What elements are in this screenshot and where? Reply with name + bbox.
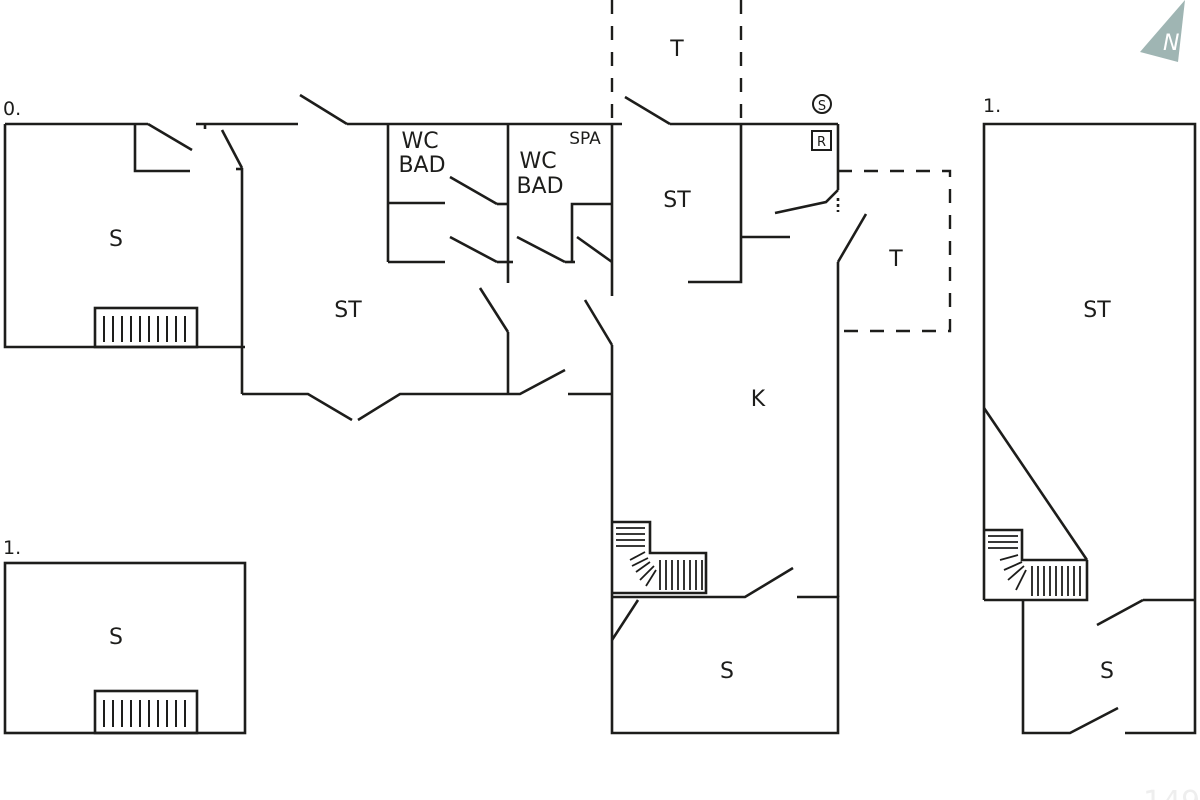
upper-floor-left-walls [3, 561, 247, 735]
room-label: S [109, 625, 123, 650]
watermark: 149 [1143, 785, 1200, 800]
room-label: ST [663, 188, 691, 213]
radiator-icon [93, 689, 199, 735]
room-label: SPA [569, 129, 601, 149]
upper-floor-right-walls [982, 122, 1197, 735]
room-label: ST [334, 298, 362, 323]
r-symbol-label: R [817, 135, 826, 150]
room-label: WC [401, 129, 438, 154]
floor-label-ground: 0. [3, 98, 21, 120]
ground-floor-walls [3, 0, 952, 735]
room-label: S [109, 227, 123, 252]
r-box-icon [811, 130, 832, 151]
staircase-icon [612, 520, 708, 595]
room-label: BAD [398, 153, 445, 178]
staircase-icon [984, 528, 1087, 596]
floor-label-upper-right: 1. [983, 95, 1001, 117]
room-label: S [720, 659, 734, 684]
floor-label-upper-left: 1. [3, 537, 21, 559]
s-symbol-label: S [818, 99, 826, 114]
room-label: K [751, 387, 766, 412]
room-label: S [1100, 659, 1114, 684]
room-label: BAD [516, 174, 563, 199]
s-circle-icon [812, 94, 832, 114]
room-label: T [888, 247, 903, 272]
room-label: WC [519, 149, 556, 174]
north-arrow-icon: N [1140, 0, 1185, 62]
room-label: ST [1083, 298, 1111, 323]
svg-text:N: N [1163, 31, 1179, 56]
room-label: T [669, 37, 684, 62]
radiator-icon [93, 306, 199, 349]
